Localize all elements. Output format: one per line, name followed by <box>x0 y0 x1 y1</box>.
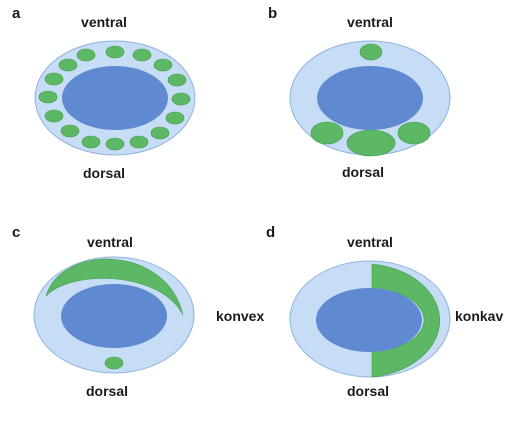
panel-b-bottom-label: dorsal <box>342 164 384 180</box>
panel-d-label: d <box>266 224 275 241</box>
green-dot <box>60 124 80 138</box>
convex-crescent <box>45 258 184 316</box>
panel-d-top-label: ventral <box>347 234 393 250</box>
panel-b-top-label: ventral <box>347 14 393 30</box>
green-dot <box>104 356 124 370</box>
green-dot <box>153 58 173 72</box>
green-dot <box>171 92 191 106</box>
panel-c-bottom-label: dorsal <box>86 383 128 399</box>
panel-c-label: c <box>12 224 20 241</box>
green-dot <box>132 48 152 62</box>
green-dot <box>44 109 64 123</box>
panel-c: c ventral dorsal konvex <box>12 224 264 399</box>
panel-b-label: b <box>268 5 277 22</box>
inner-ellipse <box>316 288 422 352</box>
green-dot <box>397 121 431 145</box>
panel-a-top-label: ventral <box>81 14 127 30</box>
inner-ellipse <box>317 66 423 130</box>
green-dot <box>76 48 96 62</box>
panel-a-bottom-label: dorsal <box>83 165 125 181</box>
panel-c-top-label: ventral <box>87 234 133 250</box>
panel-c-side-label: konvex <box>216 308 264 324</box>
panel-d-bottom-label: dorsal <box>347 383 389 399</box>
green-dot <box>129 135 149 149</box>
green-dot <box>346 129 396 157</box>
green-dot <box>81 135 101 149</box>
inner-ellipse <box>62 66 168 130</box>
green-dot <box>165 111 185 125</box>
green-dot <box>167 73 187 87</box>
panel-a-label: a <box>12 5 21 22</box>
panel-b: b ventral dorsal <box>268 5 451 180</box>
concave-band <box>371 263 440 378</box>
green-dot <box>38 90 58 104</box>
green-dot <box>58 58 78 72</box>
panel-d-side-label: konkav <box>455 308 503 324</box>
green-dot <box>150 126 170 140</box>
green-dot <box>105 137 125 151</box>
panel-a: a ventral dorsal <box>12 5 196 181</box>
green-dot <box>105 45 125 59</box>
inner-ellipse <box>61 284 167 348</box>
green-dot <box>44 72 64 86</box>
green-dot <box>310 121 344 145</box>
panel-d: d ventral dorsal konkav <box>266 224 503 399</box>
green-dot <box>359 43 383 61</box>
